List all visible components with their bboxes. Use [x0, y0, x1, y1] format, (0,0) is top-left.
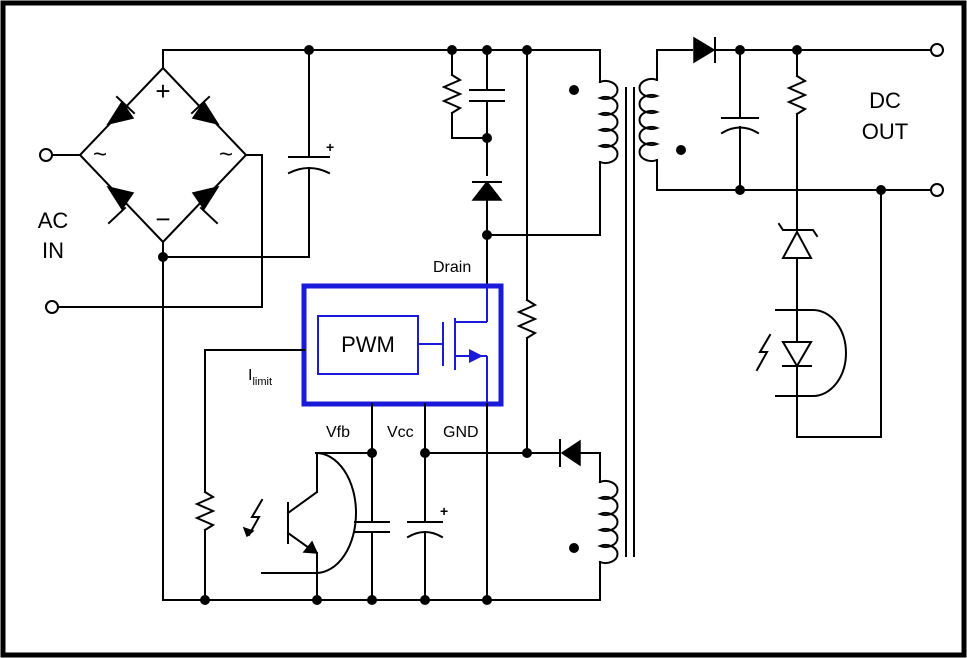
bridge-rectifier — [78, 66, 248, 244]
bridge-tilde-left: ~ — [93, 141, 107, 168]
phototransistor-light-icon — [247, 498, 264, 537]
transformer-primary — [526, 49, 619, 236]
ac-in-label-1: AC — [38, 208, 69, 233]
bulk-cap-plus: + — [326, 139, 334, 155]
ac-terminal-2 — [45, 300, 59, 314]
bulk-capacitor — [287, 49, 331, 258]
dc-out-label-1: DC — [869, 88, 901, 113]
vcc-cap-plus: + — [440, 503, 448, 519]
optocoupler-led — [755, 309, 847, 438]
ilimit-resistor — [194, 490, 216, 601]
startup-resistor — [516, 49, 538, 454]
snubber-resistor — [441, 49, 488, 139]
bias-diode — [559, 439, 601, 467]
bias-winding — [597, 452, 619, 601]
vcc-capacitor — [406, 452, 444, 601]
bridge-diode-3-icon — [106, 185, 135, 211]
dc-out-terminal-positive — [930, 43, 944, 57]
vcc-label: Vcc — [387, 424, 414, 441]
output-diode — [693, 36, 716, 64]
bridge-diode-2-icon — [191, 100, 220, 126]
optocoupler-transistor — [242, 451, 357, 601]
ac-terminal-1 — [39, 148, 53, 162]
zener-diode — [777, 222, 819, 343]
bridge-tilde-right: ~ — [219, 141, 233, 168]
snubber-capacitor — [469, 49, 505, 176]
vfb-label: Vfb — [326, 424, 350, 441]
bridge-diode-4-icon — [191, 185, 220, 211]
gnd-label: GND — [443, 424, 479, 441]
led-light-icon — [755, 333, 772, 372]
dc-out-terminal-negative — [930, 183, 944, 197]
bridge-minus-label: − — [155, 204, 170, 234]
bridge-diode-1-icon — [106, 100, 135, 126]
ilimit-label: Ilimit — [248, 367, 272, 388]
transformer-secondary — [638, 49, 660, 191]
controller-ic-outline — [301, 283, 504, 407]
vfb-capacitor — [354, 452, 390, 601]
ac-in-label-2: IN — [42, 238, 64, 263]
output-resistor — [786, 49, 808, 229]
output-capacitor — [720, 49, 760, 191]
drain-label: Drain — [433, 259, 471, 276]
dc-out-label-2: OUT — [862, 119, 908, 144]
mosfet-arrow-icon — [469, 349, 483, 363]
bridge-plus-label: + — [155, 76, 170, 106]
pwm-label: PWM — [341, 332, 395, 357]
clamp-diode — [471, 180, 503, 286]
